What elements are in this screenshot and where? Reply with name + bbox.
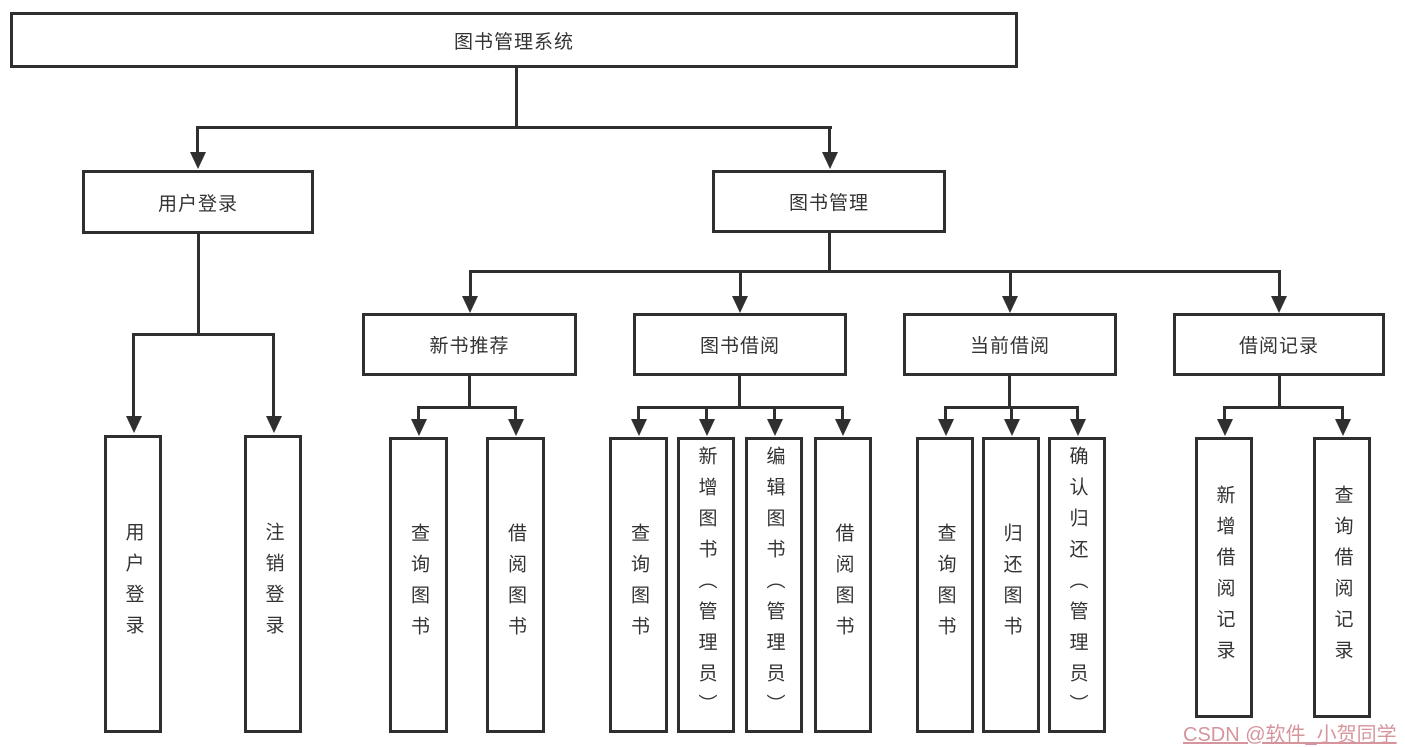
- connector-leaf-stem: [637, 406, 640, 422]
- leaf-add-borrow-record-label: 新增借阅记录: [1213, 484, 1235, 671]
- connector-records-stem: [1278, 270, 1281, 298]
- connector-leaf-stem: [944, 406, 947, 422]
- leaf-newbooks-borrow-book: 借阅图书: [486, 437, 545, 733]
- connector-current-stub: [1008, 376, 1011, 409]
- connector-newbooks-stem: [469, 270, 472, 298]
- arrow-down-icon: [732, 296, 748, 313]
- connector-bookmgmt-stem: [828, 126, 831, 155]
- node-user-login-label: 用户登录: [157, 193, 238, 215]
- connector-leaf-stem: [1076, 406, 1079, 422]
- leaf-newbooks-borrow-book-label: 借阅图书: [505, 523, 526, 647]
- connector-leaf-stem: [132, 333, 135, 419]
- connector-borrow-rail: [637, 406, 844, 409]
- leaf-borrow-query-book: 查询图书: [609, 437, 668, 733]
- leaf-newbooks-query-book-label: 查询图书: [408, 523, 429, 647]
- leaf-logout-label: 注销登录: [262, 522, 284, 646]
- arrow-down-icon: [631, 419, 647, 436]
- connector-leaf-stem: [514, 406, 517, 422]
- connector-newbooks-stub: [468, 376, 471, 409]
- node-root: 图书管理系统: [10, 12, 1018, 68]
- connector-root-stub: [515, 68, 518, 129]
- connector-leaf-stem: [417, 406, 420, 422]
- connector-root-rail: [196, 126, 832, 129]
- node-book-mgmt-label: 图书管理: [788, 193, 869, 214]
- node-borrow-records-label: 借阅记录: [1238, 336, 1319, 357]
- arrow-down-icon: [1004, 419, 1020, 436]
- leaf-borrow-book-label: 借阅图书: [832, 523, 854, 647]
- leaf-return-book-label: 归还图书: [1000, 523, 1022, 647]
- arrow-down-icon: [822, 152, 838, 169]
- node-current-borrow-label: 当前借阅: [969, 336, 1050, 357]
- leaf-edit-book-admin: 编辑图书（管理员）: [745, 437, 803, 733]
- connector-leaf-stem: [705, 406, 708, 422]
- node-new-books-label: 新书推荐: [429, 336, 510, 357]
- arrow-down-icon: [190, 152, 206, 169]
- node-current-borrow: 当前借阅: [903, 313, 1117, 376]
- csdn-watermark: CSDN @软件_小贺同学: [1183, 724, 1397, 746]
- arrow-down-icon: [1002, 296, 1018, 313]
- arrow-down-icon: [1335, 419, 1351, 436]
- node-book-borrow-label: 图书借阅: [699, 336, 780, 357]
- leaf-edit-book-admin-label: 编辑图书（管理员）: [763, 445, 785, 725]
- connector-bookmgmt-rail: [469, 270, 1281, 273]
- node-book-borrow: 图书借阅: [633, 313, 847, 376]
- leaf-confirm-return-admin-label: 确认归还（管理员）: [1066, 445, 1088, 725]
- leaf-borrow-query-book-label: 查询图书: [628, 523, 649, 647]
- leaf-user-login: 用户登录: [104, 435, 162, 733]
- arrow-down-icon: [411, 419, 427, 436]
- connector-userlogin-rail: [132, 333, 275, 336]
- connector-leaf-stem: [1341, 406, 1344, 422]
- arrow-down-icon: [938, 419, 954, 436]
- leaf-borrow-book: 借阅图书: [814, 437, 872, 733]
- arrow-down-icon: [126, 416, 142, 433]
- arrow-down-icon: [266, 416, 282, 433]
- leaf-add-borrow-record: 新增借阅记录: [1195, 437, 1253, 718]
- node-user-login: 用户登录: [82, 170, 314, 234]
- arrow-down-icon: [699, 419, 715, 436]
- connector-leaf-stem: [272, 333, 275, 419]
- connector-bookmgmt-stub: [828, 233, 831, 273]
- arrow-down-icon: [462, 296, 478, 313]
- leaf-logout: 注销登录: [244, 435, 302, 733]
- leaf-return-book: 归还图书: [982, 437, 1040, 733]
- connector-leaf-stem: [1010, 406, 1013, 422]
- connector-leaf-stem: [1223, 406, 1226, 422]
- node-root-label: 图书管理系统: [453, 31, 574, 53]
- arrow-down-icon: [835, 419, 851, 436]
- connector-leaf-stem: [773, 406, 776, 422]
- connector-current-stem: [1009, 270, 1012, 298]
- leaf-current-query-book: 查询图书: [916, 437, 974, 733]
- connector-records-rail: [1223, 406, 1343, 409]
- leaf-add-book-admin-label: 新增图书（管理员）: [695, 445, 717, 725]
- leaf-user-login-label: 用户登录: [122, 522, 144, 646]
- leaf-newbooks-query-book: 查询图书: [389, 437, 448, 733]
- node-borrow-records: 借阅记录: [1173, 313, 1385, 376]
- arrow-down-icon: [1271, 296, 1287, 313]
- connector-borrow-stub: [738, 376, 741, 409]
- arrow-down-icon: [508, 419, 524, 436]
- arrow-down-icon: [1217, 419, 1233, 436]
- connector-userlogin-stub: [197, 234, 200, 336]
- connector-newbooks-rail: [417, 406, 517, 409]
- leaf-confirm-return-admin: 确认归还（管理员）: [1048, 437, 1106, 733]
- connector-leaf-stem: [841, 406, 844, 422]
- leaf-current-query-book-label: 查询图书: [934, 523, 956, 647]
- connector-borrow-stem: [739, 270, 742, 298]
- node-new-books: 新书推荐: [362, 313, 577, 376]
- connector-userlogin-stem: [196, 126, 199, 155]
- arrow-down-icon: [1070, 419, 1086, 436]
- leaf-add-book-admin: 新增图书（管理员）: [677, 437, 735, 733]
- leaf-query-borrow-record: 查询借阅记录: [1313, 437, 1371, 718]
- connector-records-stub: [1278, 376, 1281, 409]
- node-book-mgmt: 图书管理: [712, 170, 946, 233]
- arrow-down-icon: [767, 419, 783, 436]
- leaf-query-borrow-record-label: 查询借阅记录: [1331, 484, 1353, 671]
